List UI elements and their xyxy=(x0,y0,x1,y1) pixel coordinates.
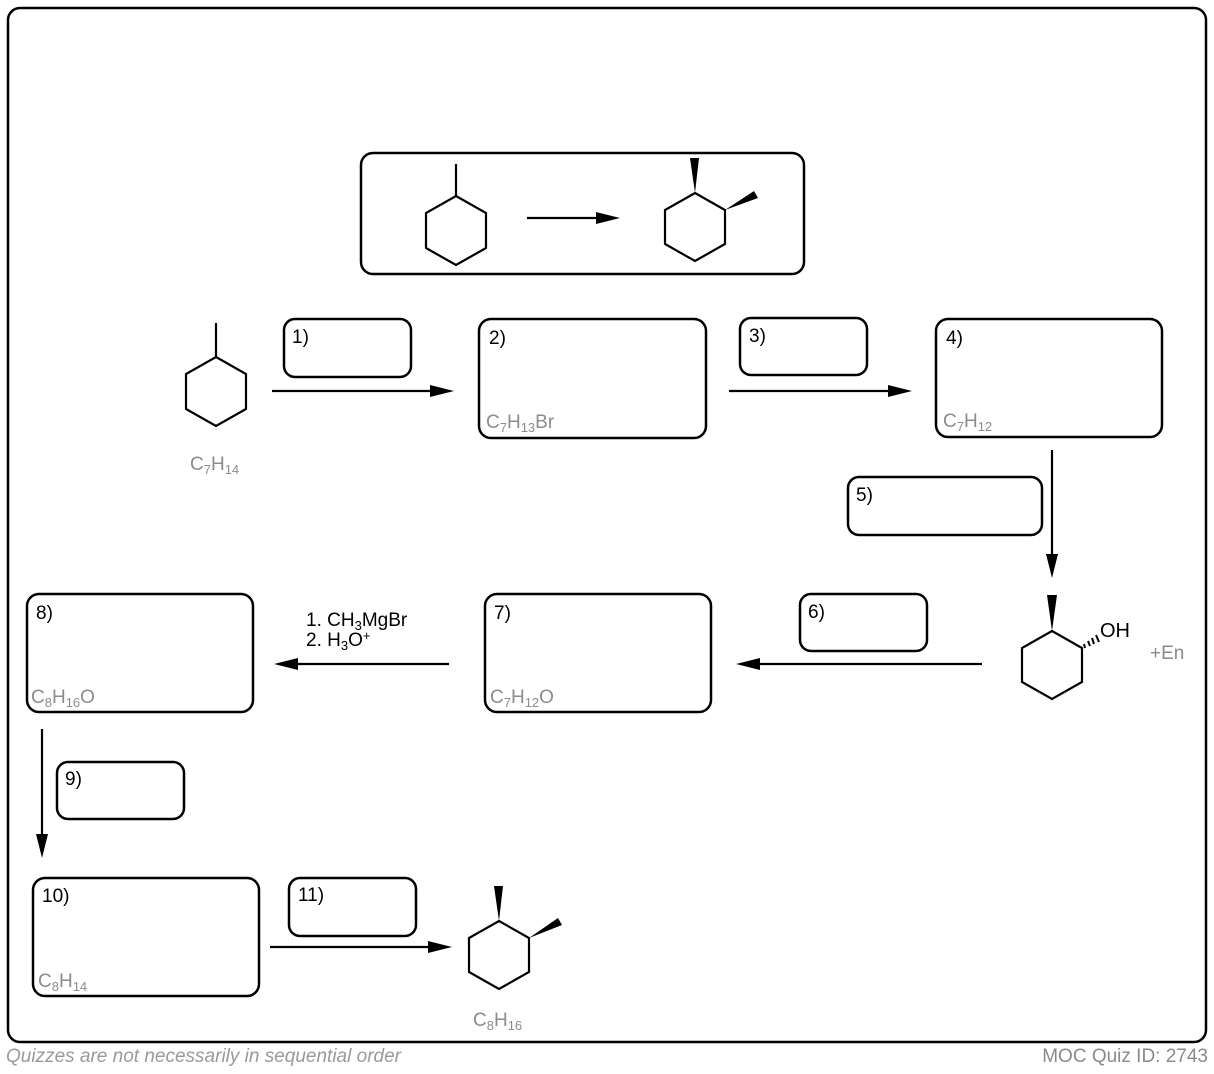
box-10[interactable] xyxy=(31,876,261,998)
box-10-label: 10) xyxy=(42,886,70,907)
hydroxyl-label: OH xyxy=(1100,620,1130,642)
arrow-grignard xyxy=(274,658,449,670)
arrow-step-11 xyxy=(270,941,452,953)
footer-note: Quizzes are not necessarily in sequentia… xyxy=(6,1046,401,1067)
product-dimethylcyclohexane xyxy=(467,886,562,991)
box-7-label: 7) xyxy=(494,603,511,624)
summary-box xyxy=(359,151,806,276)
formula-box-8: C8H16O xyxy=(31,687,95,710)
box-6-label: 6) xyxy=(808,602,825,623)
arrow-step-6 xyxy=(736,658,982,670)
box-8-label: 8) xyxy=(36,603,53,624)
summary-arrow xyxy=(527,212,620,224)
outer-frame xyxy=(6,6,1208,1044)
start-methylcyclohexane xyxy=(184,323,248,428)
grignard-reagents: 1. CH3MgBr 2. H3O+ xyxy=(306,610,408,653)
box-3-label: 3) xyxy=(749,326,766,347)
formula-product: C8H16 xyxy=(473,1010,523,1033)
arrow-step-5 xyxy=(1046,450,1058,578)
box-1-label: 1) xyxy=(292,327,309,348)
box-7[interactable] xyxy=(483,592,713,714)
box-9[interactable] xyxy=(55,760,186,821)
box-3[interactable] xyxy=(738,316,869,377)
arrow-step-3 xyxy=(729,385,912,397)
box-11[interactable] xyxy=(287,876,418,938)
methylcyclohexanol-structure xyxy=(1020,595,1100,701)
formula-box-7: C7H12O xyxy=(490,687,554,710)
summary-reactant-methylcyclohexane xyxy=(424,164,488,267)
box-4-label: 4) xyxy=(946,328,963,349)
formula-start: C7H14 xyxy=(190,454,240,477)
box-6[interactable] xyxy=(798,592,929,653)
box-4[interactable] xyxy=(934,317,1164,439)
reagent-line-2: 2. H3O+ xyxy=(306,627,371,653)
arrow-step-9 xyxy=(36,729,48,858)
formula-box-2: C7H13Br xyxy=(486,412,555,435)
arrow-step-1 xyxy=(272,385,454,397)
box-11-label: 11) xyxy=(298,885,325,906)
enantiomer-label: +En xyxy=(1150,643,1185,664)
box-8[interactable] xyxy=(25,592,255,714)
box-1[interactable] xyxy=(282,317,413,379)
reagent-line-1: 1. CH3MgBr xyxy=(306,610,408,633)
summary-product-dimethylcyclohexane xyxy=(663,158,758,263)
box-5[interactable] xyxy=(846,475,1044,537)
formula-box-10: C8H14 xyxy=(38,971,88,994)
box-5-label: 5) xyxy=(856,485,873,506)
box-2-label: 2) xyxy=(489,328,506,349)
quiz-id: MOC Quiz ID: 2743 xyxy=(1042,1046,1208,1067)
box-2[interactable] xyxy=(477,317,708,440)
formula-box-4: C7H12 xyxy=(943,411,993,434)
box-9-label: 9) xyxy=(65,769,82,790)
